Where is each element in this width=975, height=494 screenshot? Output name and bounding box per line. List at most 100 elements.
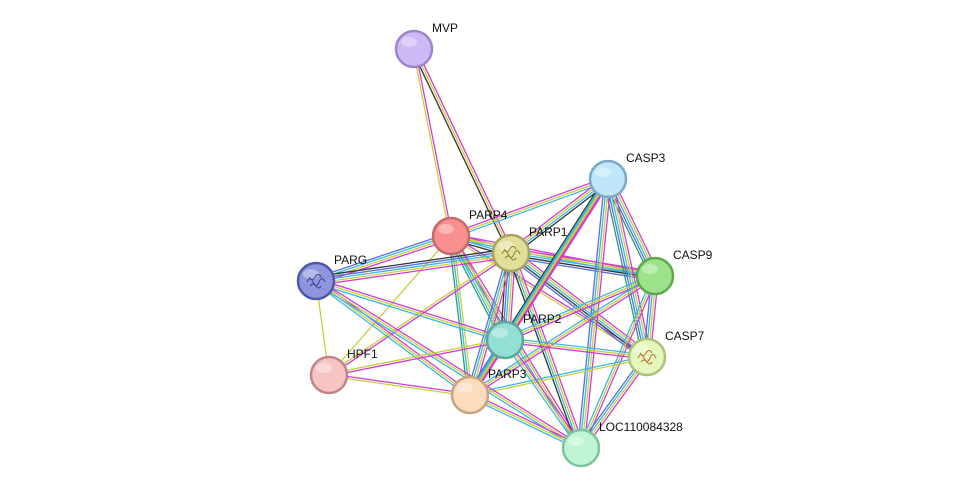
- node-highlight: [634, 345, 650, 355]
- edge-evidence-line: [412, 49, 451, 237]
- node-parp1[interactable]: PARP1: [491, 225, 568, 273]
- edge-evidence-line: [577, 178, 606, 448]
- node-highlight: [595, 167, 611, 177]
- edge-mvp-parp4[interactable]: [412, 48, 453, 237]
- edge-evidence-line: [509, 177, 608, 253]
- edge-evidence-line: [468, 252, 511, 395]
- protein-structure-icon: [501, 246, 521, 261]
- node-casp9[interactable]: CASP9: [635, 248, 713, 296]
- edge-evidence-line: [469, 178, 609, 396]
- node-parp3[interactable]: PARP3: [450, 367, 527, 415]
- edge-parp2-loc110084328[interactable]: [502, 338, 584, 450]
- edge-parp4-parg[interactable]: [314, 232, 453, 285]
- node-casp3[interactable]: CASP3: [588, 151, 666, 199]
- edge-evidence-line: [470, 277, 657, 398]
- edge-evidence-line: [467, 177, 607, 395]
- edge-casp3-loc110084328[interactable]: [577, 178, 612, 449]
- edge-evidence-line: [508, 175, 607, 251]
- edge-evidence-line: [451, 233, 656, 275]
- edge-evidence-line: [507, 253, 579, 450]
- edge-evidence-line: [470, 253, 513, 396]
- edge-evidence-line: [328, 338, 505, 375]
- node-parg[interactable]: PARG: [296, 253, 367, 301]
- edge-casp7-parp2[interactable]: [504, 337, 648, 360]
- edge-casp9-parp3[interactable]: [468, 273, 657, 398]
- edge-parg-parp2[interactable]: [315, 278, 506, 343]
- node-highlight: [401, 37, 417, 47]
- node-label: PARP3: [488, 367, 527, 381]
- edge-evidence-line: [470, 357, 648, 397]
- node-circle[interactable]: [296, 261, 336, 301]
- node-highlight: [438, 224, 454, 234]
- node-circle[interactable]: [491, 233, 531, 273]
- node-label: MVP: [432, 21, 458, 35]
- edge-evidence-line: [503, 178, 608, 340]
- node-label: CASP3: [626, 151, 666, 165]
- edge-evidence-line: [509, 253, 581, 449]
- edge-evidence-line: [315, 234, 451, 281]
- edge-evidence-line: [510, 252, 648, 358]
- edge-evidence-line: [469, 275, 656, 396]
- edge-casp3-parp3[interactable]: [467, 177, 611, 397]
- node-circle[interactable]: [394, 29, 434, 69]
- node-highlight: [457, 383, 473, 393]
- node-parp2[interactable]: PARP2: [485, 312, 562, 360]
- edge-parp1-casp3[interactable]: [508, 175, 611, 257]
- edge-evidence-line: [452, 235, 473, 395]
- edge-evidence-line: [450, 235, 471, 396]
- node-circle[interactable]: [588, 159, 628, 199]
- edge-evidence-line: [504, 339, 582, 449]
- edge-parp1-loc110084328[interactable]: [507, 251, 585, 450]
- edge-evidence-line: [314, 282, 581, 451]
- edge-evidence-line: [504, 275, 656, 341]
- node-casp7[interactable]: CASP7: [627, 329, 705, 377]
- edge-parp4-casp9[interactable]: [450, 233, 656, 279]
- edge-evidence-line: [411, 49, 510, 255]
- edge-parp4-parp3[interactable]: [448, 235, 473, 396]
- node-highlight: [568, 436, 584, 446]
- node-circle[interactable]: [635, 256, 675, 296]
- edge-evidence-line: [316, 256, 512, 286]
- node-circle[interactable]: [431, 216, 471, 256]
- edge-evidence-line: [502, 340, 580, 450]
- edge-parp4-hpf1[interactable]: [328, 235, 452, 376]
- node-parp4[interactable]: PARP4: [431, 208, 508, 256]
- edge-evidence-line: [506, 338, 584, 448]
- edge-parp4-casp3[interactable]: [450, 176, 609, 239]
- node-circle[interactable]: [627, 337, 667, 377]
- edge-parp1-parg[interactable]: [315, 248, 512, 286]
- edge-evidence-line: [316, 254, 512, 284]
- node-circle[interactable]: [450, 375, 490, 415]
- edge-parp3-loc110084328[interactable]: [468, 392, 583, 451]
- node-loc110084328[interactable]: LOC110084328: [561, 420, 683, 468]
- edge-evidence-line: [504, 339, 648, 358]
- node-circle[interactable]: [309, 355, 349, 395]
- edge-casp3-parp2[interactable]: [501, 176, 612, 343]
- node-label: LOC110084328: [599, 420, 683, 434]
- edge-evidence-line: [507, 180, 612, 343]
- edge-evidence-line: [468, 396, 581, 451]
- node-circle[interactable]: [485, 320, 525, 360]
- edge-evidence-line: [578, 274, 654, 448]
- edge-evidence-line: [507, 255, 645, 362]
- edge-evidence-line: [316, 278, 583, 447]
- node-hpf1[interactable]: HPF1: [309, 347, 378, 395]
- edge-evidence-line: [511, 248, 656, 273]
- edge-parp2-hpf1[interactable]: [328, 338, 506, 377]
- edge-casp7-parp3[interactable]: [469, 355, 648, 397]
- node-mvp[interactable]: MVP: [394, 21, 458, 69]
- edge-casp3-casp7[interactable]: [603, 177, 652, 359]
- edge-evidence-line: [582, 276, 658, 450]
- edge-evidence-line: [513, 251, 585, 448]
- edge-evidence-line: [611, 177, 652, 357]
- edge-hpf1-parp3[interactable]: [328, 373, 471, 397]
- edge-evidence-line: [450, 176, 608, 235]
- edge-mvp-parp1[interactable]: [411, 47, 514, 255]
- edge-evidence-line: [450, 178, 609, 237]
- edge-parg-loc110084328[interactable]: [314, 278, 583, 451]
- edge-evidence-line: [504, 341, 647, 360]
- node-circle[interactable]: [561, 428, 601, 468]
- edge-evidence-line: [316, 236, 452, 283]
- edge-evidence-line: [315, 252, 512, 282]
